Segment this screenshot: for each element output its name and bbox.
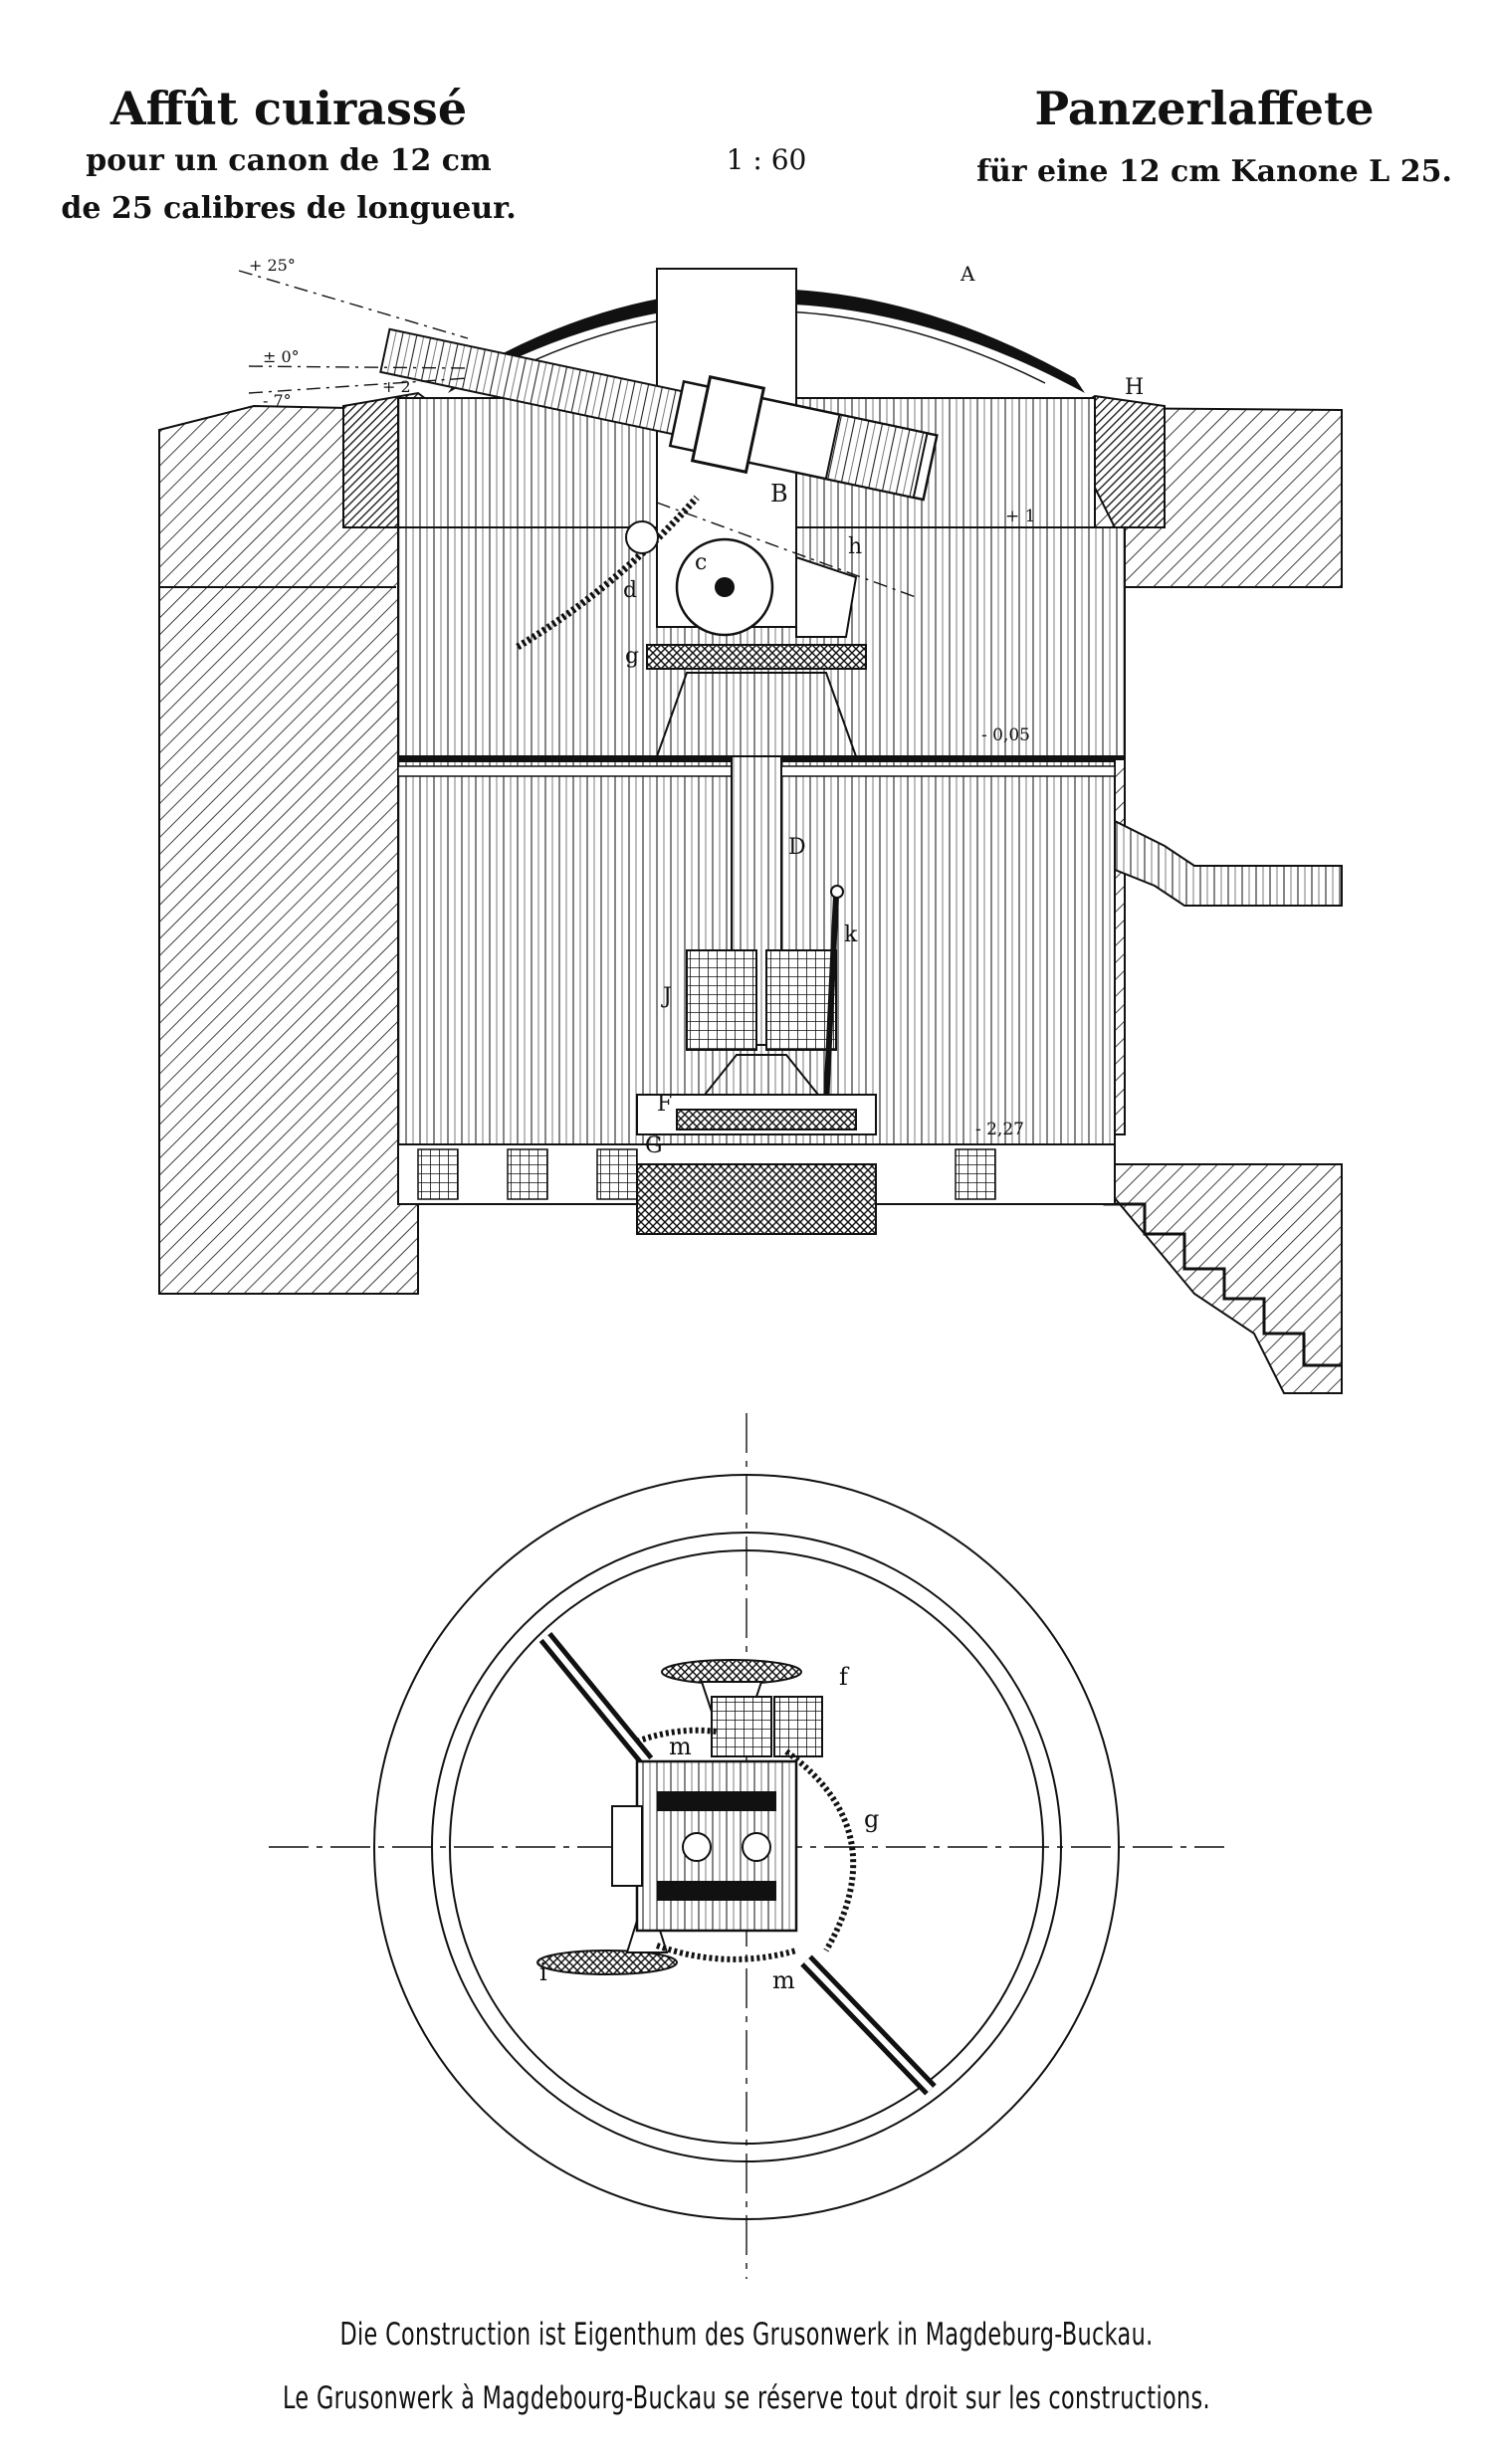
traverse-handwheel-h [795, 555, 858, 638]
cupola-dome [448, 289, 1085, 393]
label-g: g [625, 644, 639, 669]
side-passage [1104, 814, 1343, 907]
label-J: J [661, 984, 672, 1009]
label-angle-plus2: + 2 [382, 377, 411, 396]
lever-k [823, 895, 839, 1106]
gun-barrel [379, 327, 939, 502]
label-angle-minus7: - 7° [263, 391, 292, 410]
plan-label-m-top: m [669, 1733, 692, 1760]
section-view [158, 268, 1343, 1394]
plan-label-m-bottom: m [772, 1966, 795, 1994]
plan-barrel-lower-inner [803, 1957, 934, 2093]
label-k: k [844, 923, 858, 947]
plan-breech-block [611, 1805, 643, 1887]
footer-french: Le Grusonwerk à Magdebourg-Buckau se rés… [283, 2380, 1210, 2416]
label-d: d [623, 578, 637, 603]
plan-pivot-left [682, 1832, 712, 1862]
plan-label-i: i [539, 1958, 547, 1986]
plan-upper-rack [635, 1727, 718, 1745]
section-labels: + 25° ± 0° - 7° + 2 A H B c d h g + 1 - … [249, 256, 1144, 1158]
plan-label-f: f [839, 1663, 850, 1691]
pivot-c [625, 520, 659, 554]
label-elev-minus227: - 2,27 [975, 1120, 1024, 1139]
label-elev-plus1: + 1 [1005, 507, 1035, 526]
counterweight-left [686, 949, 757, 1051]
plan-handwheel-f [661, 1659, 802, 1685]
label-H: H [1125, 375, 1144, 400]
label-c: c [695, 550, 707, 575]
plan-counterweight-left [711, 1696, 772, 1757]
plan-barrel-upper-inner [542, 1635, 650, 1763]
plan-outer-ring [373, 1474, 1120, 2220]
label-D: D [788, 835, 806, 860]
line-axis [656, 502, 917, 598]
label-angle-plus25: + 25° [249, 256, 296, 275]
plan-middle-ring [431, 1532, 1062, 2162]
foundation-block-4 [955, 1148, 996, 1200]
platform-cone [655, 672, 858, 757]
elevation-wheel-hub [715, 577, 735, 597]
label-h: h [848, 534, 862, 559]
plan-lower-rack [655, 1943, 797, 1962]
footer-german: Die Construction ist Eigenthum des Gruso… [339, 2317, 1154, 2353]
lever-knob [830, 885, 844, 899]
label-B: B [770, 480, 788, 508]
line-minus7 [248, 377, 469, 394]
plan-gun-carriage [635, 1759, 798, 1933]
earth-left [158, 404, 419, 1295]
lower-gear-G [676, 1109, 857, 1130]
label-A: A [960, 262, 975, 286]
title-german: Panzerlaffete [1034, 82, 1375, 135]
plan-label-g: g [864, 1805, 879, 1833]
plan-inner-ring [449, 1549, 1044, 2145]
plan-lower-rail [657, 1881, 776, 1901]
rotating-platform [646, 644, 867, 670]
title-french: Affût cuirassé [109, 82, 468, 135]
plan-labels: f m g i m [539, 1663, 879, 1994]
subtitle-french-line-1: pour un canon de 12 cm [86, 143, 492, 178]
foundation-block-2 [507, 1148, 548, 1200]
line-zero [248, 365, 469, 369]
scale-label: 1 : 60 [726, 143, 807, 176]
subtitle-french-line-2: de 25 calibres de longueur. [61, 191, 517, 226]
elevation-arc [516, 495, 700, 651]
plan-view [269, 1413, 1224, 2279]
label-angle-zero: ± 0° [263, 347, 300, 366]
foundation-ring [636, 1163, 877, 1235]
plan-traverse-arc-g [784, 1748, 857, 1952]
subtitle-german: für eine 12 cm Kanone L 25. [976, 154, 1452, 189]
plan-handwheel-i [536, 1950, 678, 1975]
foundation-block-1 [417, 1148, 459, 1200]
label-F: F [657, 1092, 672, 1117]
counterweight-right [765, 949, 837, 1051]
foundation-block-3 [596, 1148, 638, 1200]
line-plus25 [238, 270, 469, 339]
plan-counterweight-right [773, 1696, 823, 1757]
label-elev-minus005: - 0,05 [981, 725, 1030, 745]
label-G: G [645, 1133, 663, 1158]
plan-upper-rail [657, 1791, 776, 1811]
plan-pivot-right [742, 1832, 771, 1862]
